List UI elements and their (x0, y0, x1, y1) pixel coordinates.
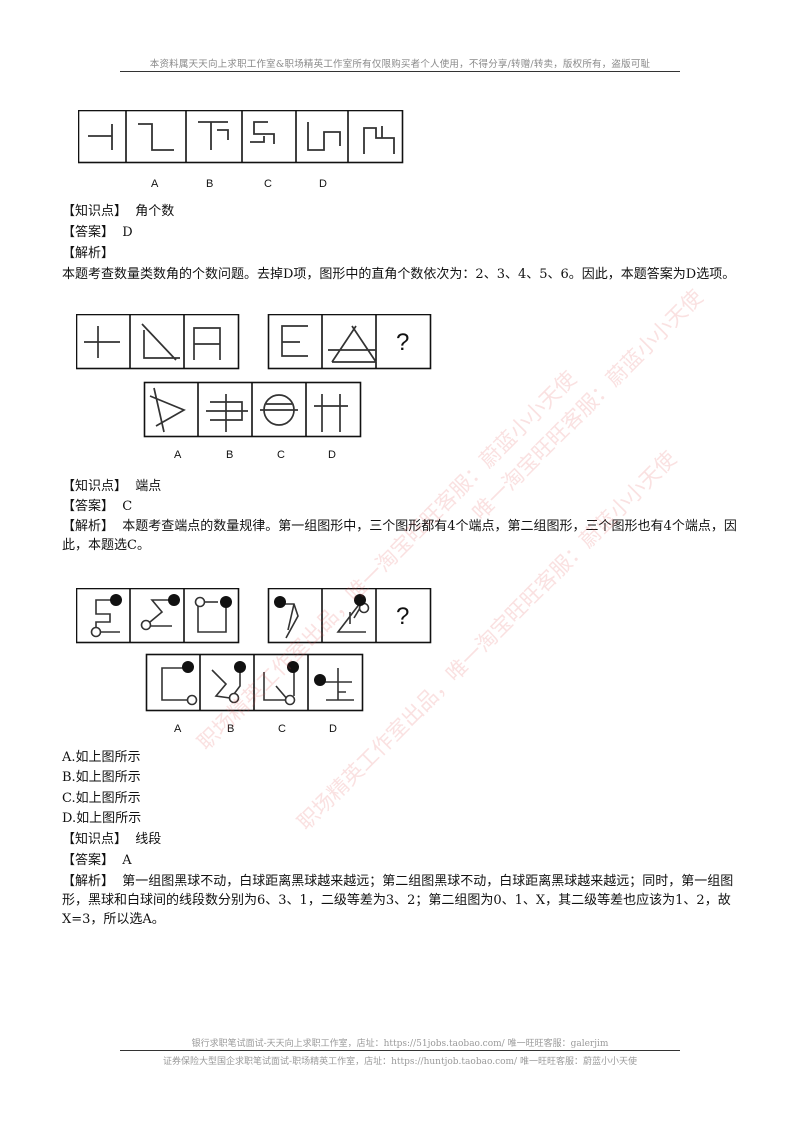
header-notice: 本资料属天天向上求职工作室&职场精英工作室所有仅限购买者个人使用，不得分享/转赠… (149, 59, 651, 70)
q3-choice-d: D.如上图所示 (62, 811, 142, 826)
q2-figure: ? A B C D (76, 314, 432, 461)
q2-analysis: 【解析】 本题考查端点的数量规律。第一组图形中，三个图形都有4个端点，第二组图形… (62, 519, 737, 553)
q2-answer: 【答案】 C (62, 499, 133, 514)
header-divider (120, 71, 680, 72)
q3-question-mark: ? (396, 603, 409, 630)
q3-choice-b: B.如上图所示 (62, 770, 141, 785)
q3-option-label: D (329, 723, 337, 735)
q1-option-label: C (264, 178, 272, 190)
q1-option-label: B (206, 178, 213, 190)
q3-option-label: B (227, 723, 234, 735)
q2-option-label: B (226, 449, 233, 461)
q3-choice-c: C.如上图所示 (62, 791, 141, 806)
q1-analysis-text: 本题考查数量类数角的个数问题。去掉D项，图形中的直角个数依次为：2、3、4、5、… (62, 267, 736, 282)
q1-option-label: D (319, 178, 327, 190)
q3-option-label: A (174, 723, 182, 735)
footer-shop-info-1: 银行求职笔试面试-天天向上求职工作室，店址：https://51jobs.tao… (191, 1039, 609, 1049)
q2-option-label: A (174, 449, 182, 461)
q1-figure: A B C D (78, 110, 404, 190)
watermark-text: 唯一淘宝旺旺客服：蔚蓝小小天使 (467, 285, 708, 525)
q1-analysis-label: 【解析】 (62, 246, 115, 261)
q3-option-label: C (278, 723, 286, 735)
q2-knowledge: 【知识点】 端点 (62, 479, 162, 494)
q1-option-label: A (151, 178, 159, 190)
q1-answer: 【答案】 D (62, 225, 133, 240)
q2-question-mark: ? (396, 329, 409, 356)
q3-knowledge: 【知识点】 线段 (62, 832, 162, 847)
footer-divider (120, 1050, 680, 1051)
q3-answer: 【答案】 A (62, 853, 132, 868)
q3-analysis: 【解析】 第一组图黑球不动，白球距离黑球越来越远；第二组图黑球不动，白球距离黑球… (62, 874, 734, 927)
footer-shop-info-2: 证券保险大型国企求职笔试面试-职场精英工作室，店址：https://huntjo… (163, 1057, 637, 1067)
q3-figure: ? A B C D (76, 588, 432, 735)
q1-knowledge: 【知识点】 角个数 (62, 204, 175, 219)
q3-choice-a: A.如上图所示 (62, 750, 141, 765)
q2-option-label: C (277, 449, 285, 461)
q2-option-label: D (328, 449, 336, 461)
